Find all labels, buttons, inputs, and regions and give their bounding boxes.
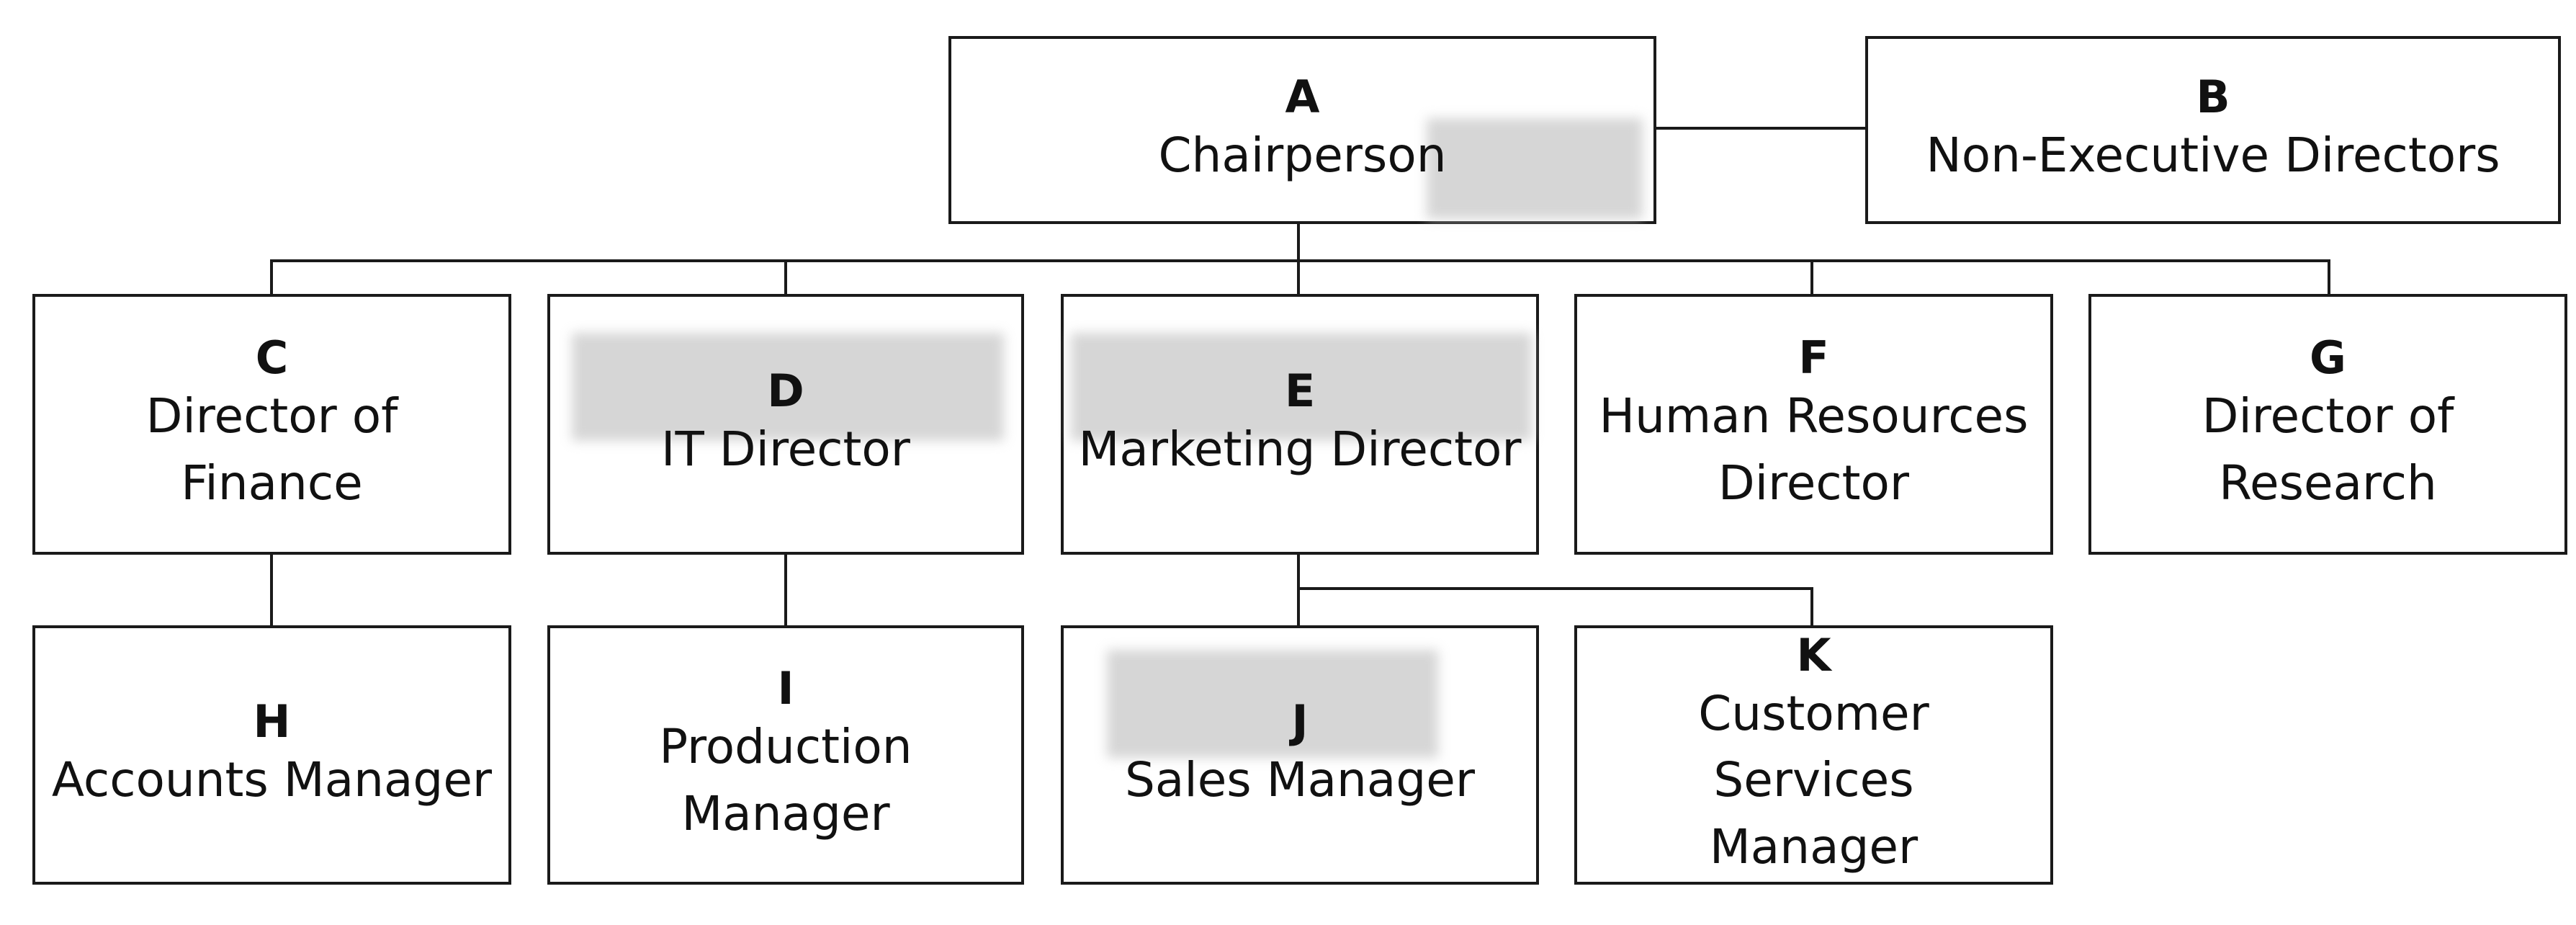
node-d-letter: D	[767, 365, 804, 418]
node-c-letter: C	[255, 331, 289, 384]
scan-smudge	[1427, 118, 1643, 219]
node-c-director-of-finance: C Director of Finance	[32, 294, 511, 555]
connector-a-b	[1656, 127, 1865, 130]
connector-d-i	[784, 555, 787, 625]
node-d-it-director: D IT Director	[547, 294, 1024, 555]
node-f-human-resources-director: F Human Resources Director	[1574, 294, 2053, 555]
scan-smudge	[1107, 650, 1438, 758]
node-b-role: Non-Executive Directors	[1926, 127, 2500, 183]
node-h-accounts-manager: H Accounts Manager	[32, 625, 511, 885]
scan-smudge	[572, 333, 1004, 441]
node-h-role: Accounts Manager	[51, 752, 493, 808]
connector-a-stem	[1297, 224, 1300, 262]
node-e-role: Marketing Director	[1078, 421, 1522, 478]
connector-e-k-drop	[1810, 587, 1813, 625]
connector-e-k-bus	[1297, 587, 1813, 590]
node-c-role: Director of Finance	[145, 388, 398, 511]
node-a-role: Chairperson	[1158, 127, 1447, 183]
connector-e-stem	[1297, 555, 1300, 625]
node-j-role: Sales Manager	[1125, 752, 1475, 808]
node-a-letter: A	[1285, 70, 1320, 123]
connector-bus-f	[1810, 259, 1813, 294]
node-f-letter: F	[1798, 331, 1829, 384]
node-b-non-executive-directors: B Non-Executive Directors	[1865, 36, 2561, 224]
node-i-role: Production Manager	[659, 719, 912, 841]
node-i-production-manager: I Production Manager	[547, 625, 1024, 885]
connector-c-h	[270, 555, 273, 625]
node-g-director-of-research: G Director of Research	[2088, 294, 2567, 555]
connector-bus-g	[2328, 259, 2330, 294]
node-k-customer-services-manager: K Customer Services Manager	[1574, 625, 2053, 885]
node-k-letter: K	[1796, 628, 1831, 682]
node-f-role: Human Resources Director	[1599, 388, 2029, 511]
connector-directors-bus	[270, 259, 2330, 262]
node-e-marketing-director: E Marketing Director	[1061, 294, 1539, 555]
node-e-letter: E	[1284, 365, 1316, 418]
node-d-role: IT Director	[661, 421, 910, 478]
node-g-role: Director of Research	[2202, 388, 2454, 511]
connector-bus-d	[784, 259, 787, 294]
node-h-letter: H	[253, 695, 291, 749]
connector-bus-c	[270, 259, 273, 294]
node-j-sales-manager: J Sales Manager	[1061, 625, 1539, 885]
node-i-letter: I	[777, 661, 794, 715]
scan-smudge	[1071, 333, 1532, 441]
connector-bus-e	[1297, 259, 1300, 294]
node-k-role: Customer Services Manager	[1698, 686, 1929, 875]
node-a-chairperson: A Chairperson	[948, 36, 1656, 224]
node-j-letter: J	[1291, 695, 1309, 749]
node-b-letter: B	[2196, 70, 2230, 123]
node-g-letter: G	[2310, 331, 2346, 384]
